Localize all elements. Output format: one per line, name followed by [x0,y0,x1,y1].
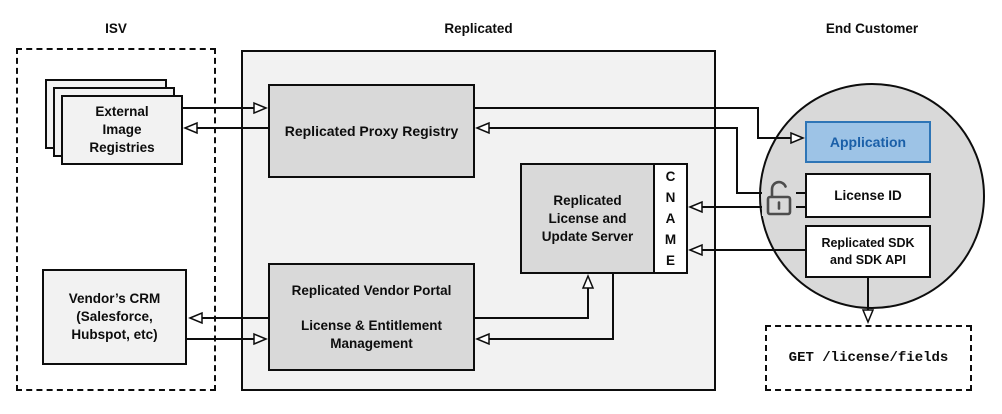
license-id: License ID [805,173,931,218]
sdk-label-line1: Replicated SDK [821,235,915,250]
license-update-server: Replicated License and Update Server [522,165,653,272]
vendor-portal-title: Replicated Vendor Portal [291,282,452,298]
license-id-label: License ID [834,187,902,203]
proxy-registry-label: Replicated Proxy Registry [284,123,459,139]
cname-letter-a: A [665,211,676,226]
section-title-replicated: Replicated [444,21,513,36]
replicated-proxy-registry: Replicated Proxy Registry [268,84,475,178]
crm-label-line2: (Salesforce, [76,309,153,324]
sdk-label-line2: and SDK API [830,252,906,267]
crm-label-line1: Vendor’s CRM [68,291,161,306]
replicated-vendor-portal: Replicated Vendor Portal License & Entit… [268,263,475,371]
section-title-end-customer: End Customer [825,21,919,36]
registries-label-line2: Image [102,122,142,137]
crm-label-line3: Hubspot, etc) [71,327,158,342]
vendor-portal-subtitle-line1: License & Entitlement [300,317,443,333]
server-label-line1: Replicated [553,192,622,208]
cname-strip: C N A M E [653,165,686,272]
server-label-line3: Update Server [541,228,634,244]
cname-letter-m: M [664,232,677,247]
registries-label-line1: External [95,104,149,119]
application: Application [805,121,931,163]
registries-label-line3: Registries [89,140,155,155]
vendor-portal-subtitle-line2: Management [330,335,413,351]
license-update-server-group: Replicated License and Update Server C N… [520,163,688,274]
cname-letter-c: C [665,169,676,184]
vendors-crm: Vendor’s CRM (Salesforce, Hubspot, etc) [42,269,187,365]
application-label: Application [829,134,907,150]
cname-letter-e: E [665,253,675,268]
get-endpoint-label: GET /license/fields [788,350,949,366]
arrowhead-down-icon [861,309,875,324]
section-title-isv: ISV [105,21,127,36]
cname-letter-n: N [665,190,676,205]
replicated-sdk: Replicated SDK and SDK API [805,225,931,278]
get-license-fields: GET /license/fields [765,325,972,391]
external-image-registries: External Image Registries [61,95,183,165]
server-label-line2: License and [548,210,627,226]
